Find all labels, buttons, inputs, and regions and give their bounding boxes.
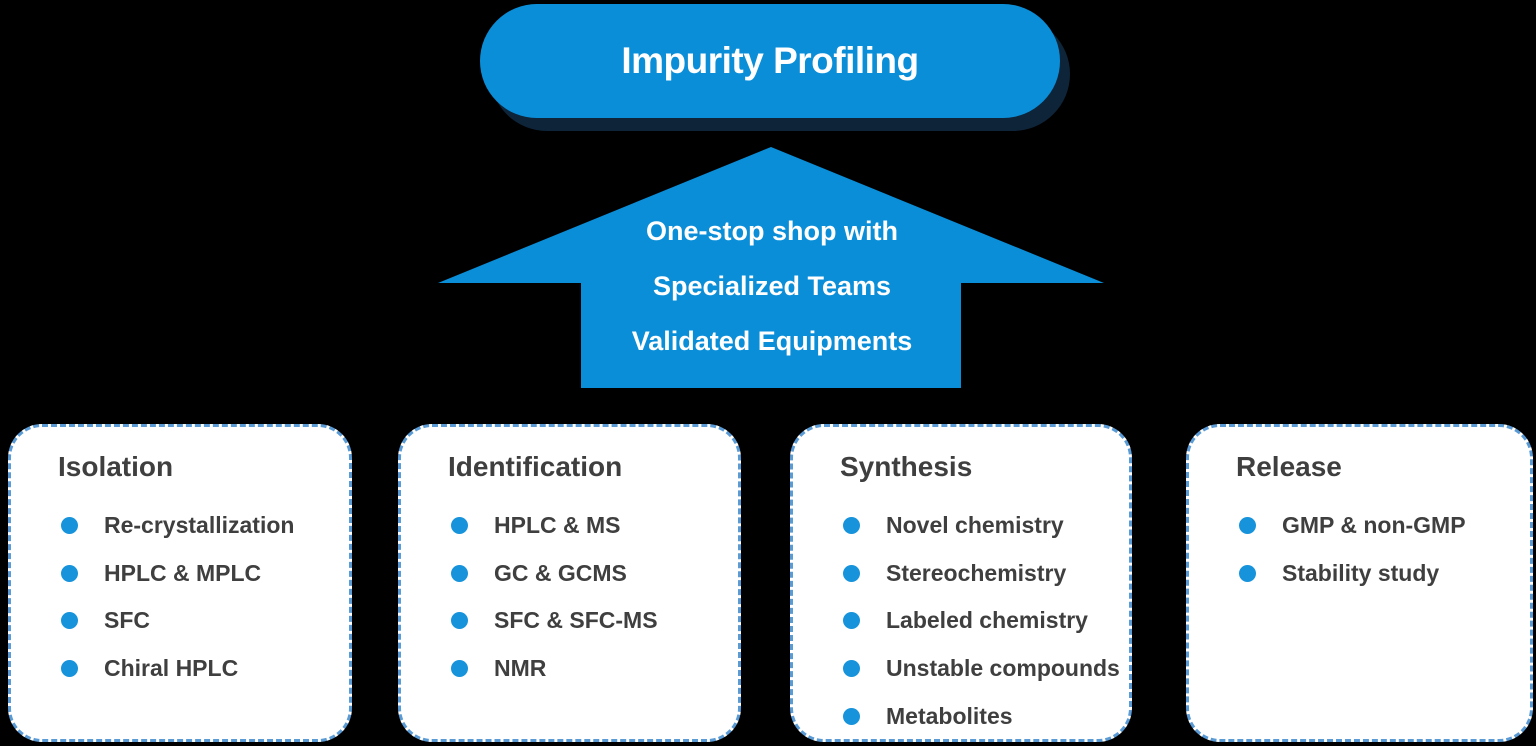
bullet-dot-icon: [843, 564, 860, 582]
title-pill: Impurity Profiling: [480, 4, 1060, 118]
bullet-label: Chiral HPLC: [104, 655, 239, 682]
bullet-dot-icon: [61, 517, 78, 535]
bullet-dot-icon: [61, 612, 78, 630]
bullet-dot-icon: [1239, 517, 1256, 535]
card-release: Release GMP & non-GMP Stability study: [1186, 424, 1533, 742]
bullet-item: HPLC & MS: [451, 502, 658, 550]
bullet-item: SFC: [61, 597, 294, 645]
bullet-label: Stability study: [1282, 559, 1440, 586]
bullet-dot-icon: [61, 660, 78, 678]
bullet-dot-icon: [61, 564, 78, 582]
card-list: GMP & non-GMP Stability study: [1239, 502, 1466, 597]
bullet-item: Labeled chemistry: [843, 597, 1120, 645]
diagram-title: Impurity Profiling: [621, 40, 919, 81]
bullet-dot-icon: [451, 660, 468, 678]
bullet-label: SFC: [104, 607, 150, 634]
arrow-caption: One-stop shop with Specialized Teams Val…: [540, 204, 1004, 369]
bullet-dot-icon: [843, 707, 860, 725]
bullet-dot-icon: [843, 517, 860, 535]
bullet-item: Metabolites: [843, 692, 1120, 740]
bullet-label: SFC & SFC-MS: [494, 607, 658, 634]
card-identification: Identification HPLC & MS GC & GCMS SFC & S…: [398, 424, 741, 742]
bullet-label: Novel chemistry: [886, 512, 1064, 539]
card-list: HPLC & MS GC & GCMS SFC & SFC-MS NMR: [451, 502, 658, 692]
bullet-item: Stereochemistry: [843, 550, 1120, 598]
bullet-item: SFC & SFC-MS: [451, 597, 658, 645]
bullet-label: GC & GCMS: [494, 559, 627, 586]
bullet-dot-icon: [843, 612, 860, 630]
bullet-label: NMR: [494, 655, 547, 682]
bullet-dot-icon: [1239, 564, 1256, 582]
bullet-item: Novel chemistry: [843, 502, 1120, 550]
bullet-label: Labeled chemistry: [886, 607, 1088, 634]
bullet-item: NMR: [451, 645, 658, 693]
arrow-caption-line-2: Specialized Teams: [652, 271, 892, 301]
bullet-label: GMP & non-GMP: [1282, 512, 1466, 539]
bullet-item: Stability study: [1239, 550, 1466, 598]
card-title: Synthesis: [840, 451, 973, 482]
bullet-dot-icon: [451, 612, 468, 630]
card-title: Release: [1236, 451, 1342, 482]
bullet-item: GC & GCMS: [451, 550, 658, 598]
bullet-dot-icon: [843, 660, 860, 678]
bullet-item: Chiral HPLC: [61, 645, 294, 693]
bullet-label: HPLC & MPLC: [104, 559, 262, 586]
bullet-label: Re-crystallization: [104, 512, 295, 539]
card-title: Identification: [448, 451, 623, 482]
bullet-label: Stereochemistry: [886, 559, 1067, 586]
arrow-caption-line-3: Validated Equipments: [631, 326, 913, 356]
bullet-dot-icon: [451, 517, 468, 535]
bullet-item: HPLC & MPLC: [61, 550, 294, 598]
bullet-item: Unstable compounds: [843, 645, 1120, 693]
bullet-item: GMP & non-GMP: [1239, 502, 1466, 550]
bullet-label: Unstable compounds: [886, 655, 1120, 682]
bullet-label: HPLC & MS: [494, 512, 621, 539]
arrow-caption-line-1: One-stop shop with: [646, 216, 898, 246]
bullet-label: Metabolites: [886, 702, 1013, 729]
bullet-item: Re-crystallization: [61, 502, 294, 550]
bullet-dot-icon: [451, 564, 468, 582]
card-title: Isolation: [58, 451, 174, 482]
